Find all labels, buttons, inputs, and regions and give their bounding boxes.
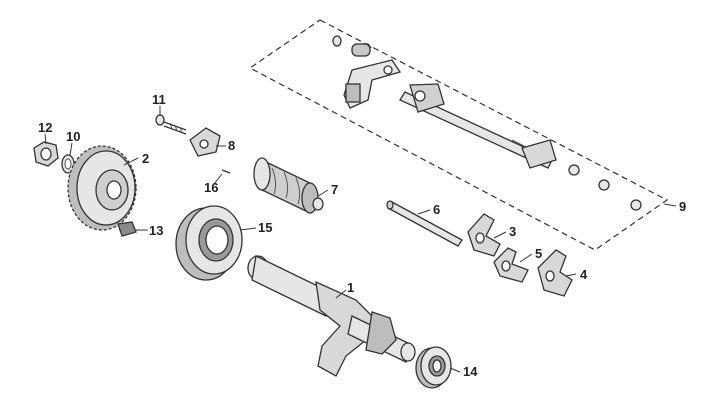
pin: [221, 169, 231, 174]
label-gear: 2: [142, 151, 149, 166]
label-fork-shaft: 6: [433, 202, 440, 217]
circlip: [332, 35, 342, 47]
label-large-bearing: 15: [258, 220, 272, 235]
label-small-bearing: 14: [463, 364, 478, 379]
label-shift-fork-5: 5: [535, 246, 542, 261]
spring-body: [351, 43, 371, 57]
label-shift-drum: 7: [331, 182, 338, 197]
crankshaft: [247, 255, 416, 377]
nut: [33, 141, 59, 167]
shift-shaft-group-outline: [248, 19, 669, 251]
gear: [67, 145, 137, 231]
shaft-washer-2: [598, 179, 610, 191]
shift-drum: [253, 157, 324, 214]
shaft-head-hole: [414, 90, 426, 102]
shift-fork-5: [493, 247, 529, 283]
leader-lines: [44, 106, 677, 373]
label-crankshaft: 1: [347, 280, 354, 295]
shaft-end-lever: [521, 139, 557, 169]
shaft-washer-3: [630, 199, 642, 211]
plate-hole: [383, 65, 393, 75]
small-bearing: [415, 346, 452, 389]
label-pin: 16: [204, 180, 218, 195]
shift-shaft: [399, 91, 553, 169]
fork-shaft: [387, 201, 463, 247]
bolt: [155, 114, 187, 135]
label-bolt: 11: [152, 92, 166, 107]
washer-hole: [64, 158, 72, 170]
fork-shaft-end: [386, 200, 394, 210]
drum-stopper-plate: [189, 127, 221, 157]
woodruff-key: [117, 221, 137, 237]
label-nut: 12: [38, 120, 52, 135]
shift-fork-3: [467, 213, 501, 257]
label-drum-stopper-plate: 8: [228, 138, 235, 153]
label-shift-shaft-assembly: 9: [679, 199, 686, 214]
shift-shaft-assembly: [332, 35, 642, 211]
label-shift-fork-3: 3: [509, 224, 516, 239]
shift-fork-4: [537, 249, 573, 297]
callout-labels: 1 2 3 4 5 6 7 8 9 10 11 12 13 14 15 16: [38, 92, 686, 379]
label-washer: 10: [66, 129, 80, 144]
shift-arm-tab: [345, 83, 361, 103]
label-woodruff-key: 13: [149, 223, 163, 238]
large-bearing: [175, 205, 243, 281]
label-shift-fork-4: 4: [580, 267, 588, 282]
shaft-washer-1: [568, 164, 580, 176]
